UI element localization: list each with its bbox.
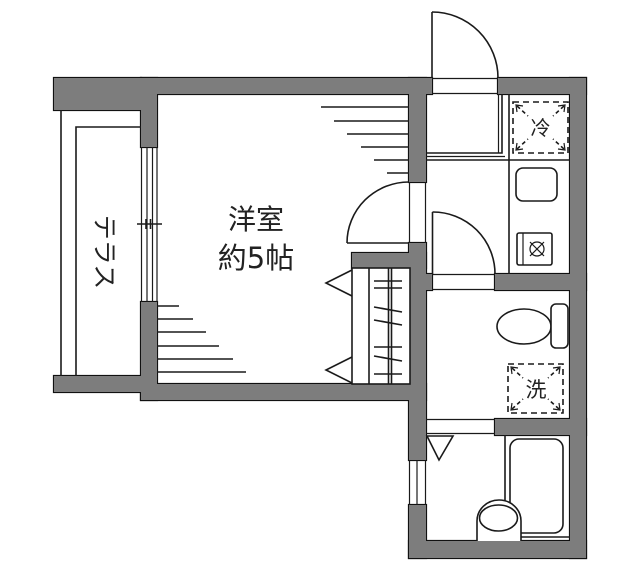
closet-door-marker-icon <box>324 356 353 384</box>
closet-door-marker-icon <box>324 269 353 297</box>
kitchen-sink-icon <box>515 167 558 202</box>
entrance-door <box>431 11 499 95</box>
washer-space: 洗 <box>507 363 564 414</box>
closet <box>324 267 411 385</box>
kitchen: 冷 <box>508 94 569 274</box>
washbasin-icon <box>476 499 522 541</box>
bath-door-marker-icon <box>425 435 455 462</box>
gas-stove-icon <box>516 232 553 266</box>
bath-door <box>425 418 495 462</box>
terrace <box>60 110 141 376</box>
toilet-door <box>431 211 496 291</box>
window-west <box>137 147 162 302</box>
window-bath <box>408 460 427 505</box>
floor-hatch-top-right <box>321 106 409 174</box>
walls <box>54 78 586 558</box>
entrance-step <box>426 94 570 161</box>
refrigerator-label: 冷 <box>531 116 551 140</box>
floor-hatch-bottom-left <box>157 305 246 373</box>
room-door <box>346 181 427 244</box>
terrace-label: テラス <box>90 215 119 290</box>
washer-label: 洗 <box>526 378 547 402</box>
toilet-icon <box>496 303 569 349</box>
room-name: 洋室 <box>228 203 284 236</box>
room-size: 約5帖 <box>218 241 294 275</box>
hanger-icons <box>373 280 403 375</box>
refrigerator-space: 冷 <box>512 101 569 154</box>
